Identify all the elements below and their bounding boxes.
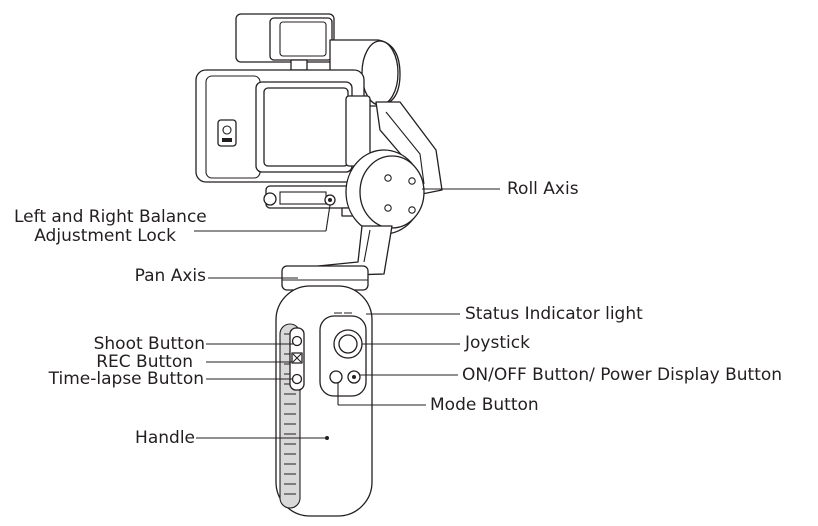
label-balance-lock-line2: Adjustment Lock — [34, 226, 176, 246]
camera-body — [195, 69, 371, 183]
label-roll-axis: Roll Axis — [507, 179, 579, 199]
handle-body — [275, 285, 373, 517]
label-power-button: ON/OFF Button/ Power Display Button — [462, 365, 783, 385]
label-status-light: Status Indicator light — [465, 304, 643, 324]
label-balance-lock-line1: Left and Right Balance — [14, 207, 207, 227]
leader-balance-lock-tip — [325, 204, 331, 232]
roll-motor — [345, 149, 425, 235]
leader-lines — [194, 188, 500, 439]
label-mode-button: Mode Button — [430, 395, 539, 415]
tilt-arm — [375, 101, 443, 197]
label-handle: Handle — [135, 428, 195, 448]
label-shoot-button: Shoot Button — [93, 334, 205, 354]
label-joystick: Joystick — [465, 333, 530, 353]
label-pan-axis: Pan Axis — [134, 266, 206, 286]
camera-top-screen — [235, 13, 335, 71]
label-timelapse-button: Time-lapse Button — [48, 369, 204, 389]
label-rec-button: REC Button — [96, 352, 193, 372]
